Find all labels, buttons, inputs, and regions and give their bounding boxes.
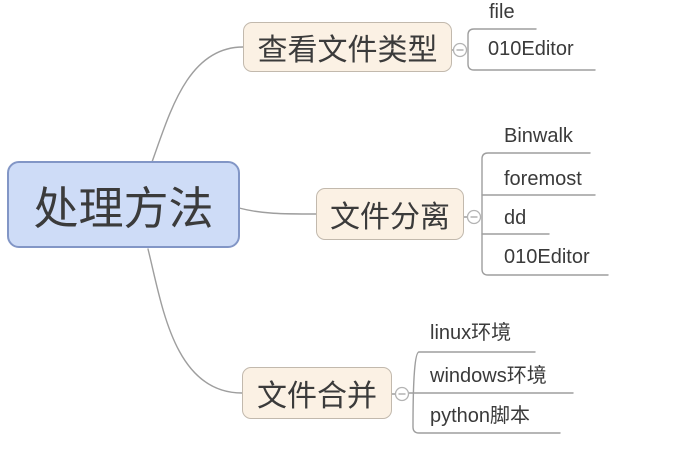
subtopic-python-script[interactable]: python脚本	[430, 405, 531, 427]
collapse-button-branch1[interactable]	[452, 42, 468, 58]
collapse-button-branch2[interactable]	[466, 209, 482, 225]
subtopic-file[interactable]: file	[489, 1, 515, 23]
connector-root-branch3	[147, 248, 243, 394]
branch-topic-label: 文件合并	[257, 380, 377, 413]
connector-root-branch2	[238, 207, 317, 215]
subtopic-windows-env[interactable]: windows环境	[430, 365, 547, 387]
subtopic-binwalk[interactable]: Binwalk	[504, 125, 573, 147]
subtopic-linux-env[interactable]: linux环境	[430, 322, 512, 344]
connector-branch3-children	[412, 351, 561, 434]
subtopic-010editor-2[interactable]: 010Editor	[504, 246, 590, 268]
branch-topic-file-merge[interactable]: 文件合并	[242, 367, 392, 419]
collapse-button-branch3[interactable]	[394, 386, 410, 402]
branch-topic-label: 文件分离	[330, 201, 450, 234]
connector-branch1-children	[467, 28, 596, 71]
subtopic-dd[interactable]: dd	[504, 207, 527, 229]
connector-root-branch1	[151, 46, 244, 163]
branch-topic-file-split[interactable]: 文件分离	[316, 188, 464, 240]
root-topic[interactable]: 处理方法	[7, 161, 240, 248]
connector-branch2-children	[481, 152, 609, 276]
branch-topic-label: 查看文件类型	[257, 34, 438, 67]
branch-topic-view-filetype[interactable]: 查看文件类型	[243, 22, 452, 72]
subtopic-foremost[interactable]: foremost	[504, 168, 582, 190]
subtopic-010editor-1[interactable]: 010Editor	[488, 38, 574, 60]
root-topic-label: 处理方法	[33, 184, 214, 234]
